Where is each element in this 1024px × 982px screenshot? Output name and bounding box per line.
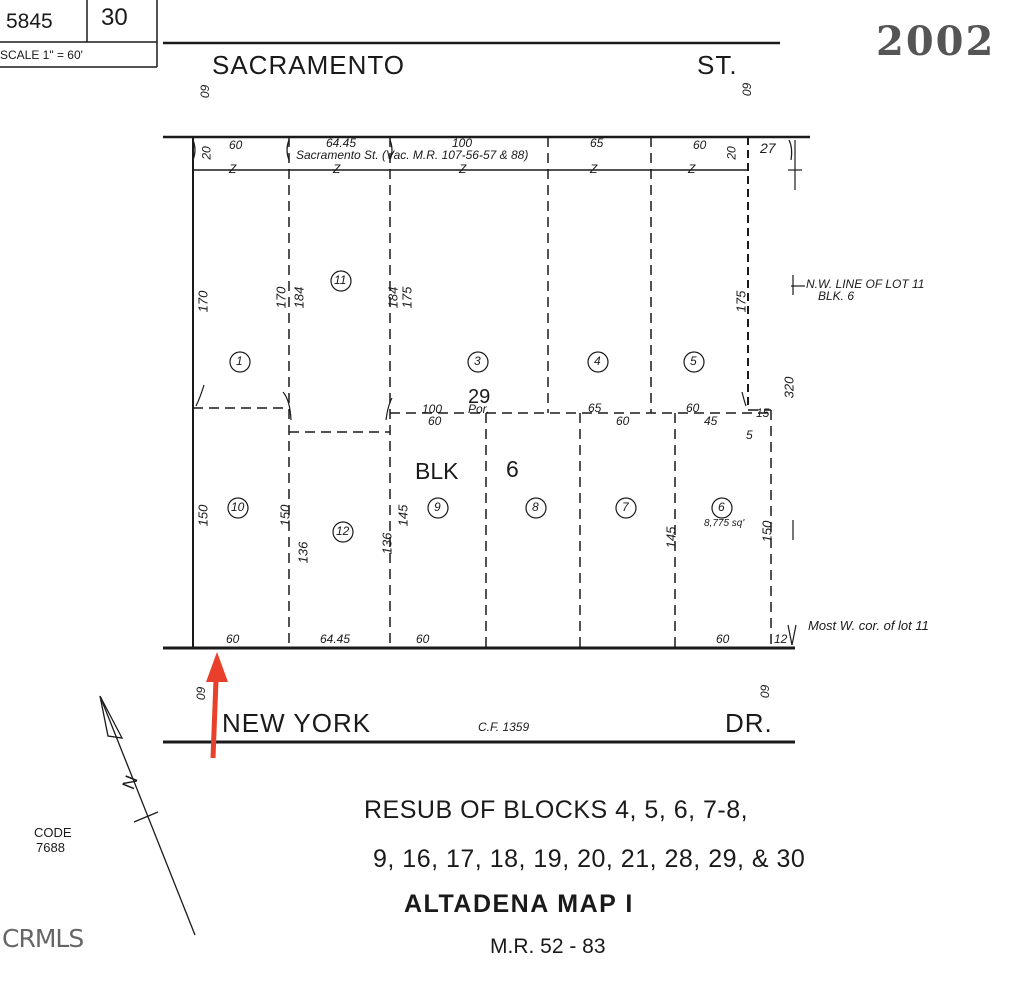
dim-upper-left: 170 xyxy=(195,290,211,313)
lot-11: 11 xyxy=(334,273,347,287)
top-street-suffix: ST. xyxy=(697,50,738,80)
dim-upper-right: 175 xyxy=(733,290,749,313)
bottom-street-suffix: DR. xyxy=(725,708,773,738)
dim-lower-5: 145 xyxy=(663,526,679,549)
watermark-logo: CRMLS xyxy=(2,924,84,953)
strip-dim-2: 64.45 xyxy=(326,136,357,150)
title-line-4: M.R. 52 - 83 xyxy=(490,935,606,958)
lot-5: 5 xyxy=(690,354,697,368)
dim-upper-mid-0: 170 xyxy=(273,286,289,309)
code-value: 7688 xyxy=(36,840,65,855)
strip-dim-7: 27 xyxy=(760,140,776,156)
nw-line-annotation: N.W. LINE OF LOT 11 xyxy=(806,277,925,291)
dim-lower-2: 136 xyxy=(295,541,311,564)
strip-dim-6: 20 xyxy=(724,146,739,160)
lot-9: 9 xyxy=(434,500,441,514)
dim-upper-mid-1: 184 xyxy=(291,286,307,309)
right-dimension-line xyxy=(788,140,805,540)
bottom-street-width-left: 60 xyxy=(193,686,208,700)
block-label: BLK xyxy=(415,458,459,484)
dim-bottom-1: 64.45 xyxy=(320,632,351,646)
dim-mid-4: 45 xyxy=(704,414,718,428)
dim-bottom-3: 60 xyxy=(716,632,730,646)
nw-line-annotation-sub: BLK. 6 xyxy=(818,289,855,303)
bottom-street-width-right: 60 xyxy=(757,684,772,698)
top-street-name: SACRAMENTO xyxy=(212,50,405,80)
lot-3: 3 xyxy=(474,354,481,368)
top-street-width-right: 60 xyxy=(739,82,754,96)
block-portion-width: 100 xyxy=(422,402,443,416)
lot-1: 1 xyxy=(236,354,243,368)
lot-6: 6 xyxy=(718,500,725,514)
most-w-corner-annotation: Most W. cor. of lot 11 xyxy=(808,618,929,633)
lot-7: 7 xyxy=(622,500,629,514)
header-box xyxy=(0,0,158,68)
lot-4: 4 xyxy=(594,354,601,368)
dim-lower-1: 150 xyxy=(277,504,293,527)
block-number: 6 xyxy=(506,456,519,482)
title-line-3: ALTADENA MAP I xyxy=(404,890,634,918)
street-lines xyxy=(163,41,810,744)
lot-10: 10 xyxy=(231,500,245,514)
top-street-width-left: 60 xyxy=(197,84,212,98)
dim-upper-mid-2: 184 xyxy=(385,286,401,309)
map-page-number: 30 xyxy=(101,4,128,31)
dim-lower-0: 150 xyxy=(195,504,211,527)
dim-lower-6: 150 xyxy=(759,520,775,543)
dim-right-total: 320 xyxy=(781,376,797,399)
dim-bottom-4: 12 xyxy=(774,632,788,646)
strip-z-3: Z xyxy=(590,162,598,176)
dim-lower-4: 145 xyxy=(395,504,411,527)
strip-z-2: Z xyxy=(459,162,467,176)
vacated-strip-label: Sacramento St. (Vac. M.R. 107-56-57 & 88… xyxy=(296,148,529,162)
strip-z-4: Z xyxy=(688,162,696,176)
lot-lines xyxy=(193,137,772,648)
strip-z-0: Z xyxy=(229,162,237,176)
strip-dim-5: 60 xyxy=(693,138,707,152)
dim-mid-6: 15 xyxy=(756,406,770,420)
strip-dim-1: 60 xyxy=(229,138,243,152)
block-outline xyxy=(192,137,749,648)
title-line-1: RESUB OF BLOCKS 4, 5, 6, 7-8, xyxy=(364,796,749,824)
map-scale: SCALE 1" = 60' xyxy=(0,48,83,62)
lot-8: 8 xyxy=(532,500,539,514)
code-label: CODE xyxy=(34,825,72,840)
map-year: 2002 xyxy=(876,18,996,65)
dim-mid-3: 60 xyxy=(686,401,700,415)
dim-bottom-0: 60 xyxy=(226,632,240,646)
north-arrow xyxy=(99,695,196,936)
dim-bottom-2: 60 xyxy=(416,632,430,646)
lot-12: 12 xyxy=(336,524,350,538)
bottom-street-name: NEW YORK xyxy=(222,708,372,738)
dim-mid-0: 60 xyxy=(428,414,442,428)
map-book-number: 5845 xyxy=(6,10,53,33)
dim-mid-5: 5 xyxy=(746,428,753,442)
lot-circles xyxy=(227,270,733,543)
bottom-street-ref: C.F. 1359 xyxy=(478,720,530,734)
dim-mid-2: 60 xyxy=(616,414,630,428)
red-marker-arrow xyxy=(206,652,228,759)
corner-arrows xyxy=(192,139,797,646)
dim-upper-mid-3: 175 xyxy=(399,286,415,309)
dim-lower-3: 136 xyxy=(379,532,395,555)
lot-6-area: 8,775 sq' xyxy=(704,518,745,529)
block-portion-label: Por. xyxy=(468,402,490,416)
title-line-2: 9, 16, 17, 18, 19, 20, 21, 28, 29, & 30 xyxy=(373,845,806,873)
strip-dim-0: 20 xyxy=(199,146,214,160)
block-portion-lot: 29 xyxy=(468,386,491,408)
dim-mid-1: 65 xyxy=(588,401,602,415)
strip-dim-4: 65 xyxy=(590,136,604,150)
strip-dim-3: 100 xyxy=(452,136,473,150)
strip-z-1: Z xyxy=(333,162,341,176)
